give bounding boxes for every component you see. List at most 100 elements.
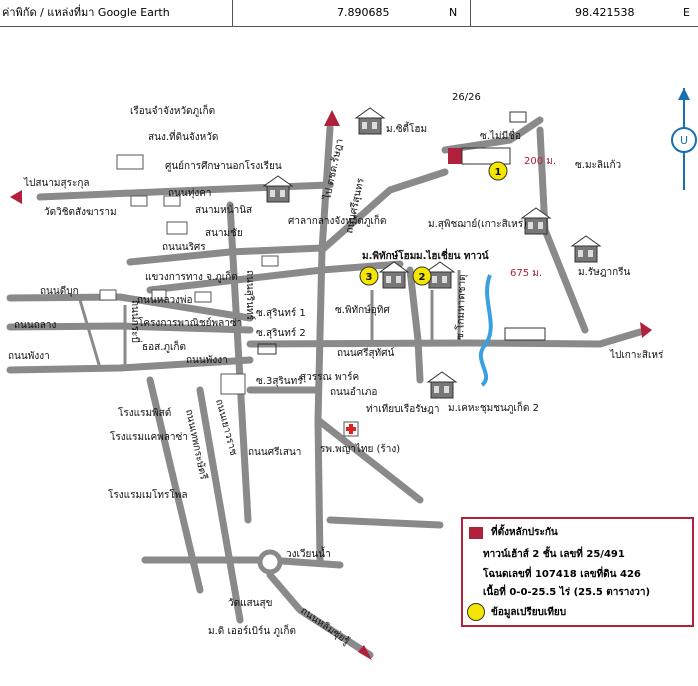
label-wat-saen: วัดแสนสุข [228,598,272,609]
comparable-markers: 1 2 3 [359,161,508,286]
label-s2626: 26/26 [452,92,481,103]
label-m-suphit: ม.สุพิชฌาย์(เกาะสิเหร่) [428,218,527,230]
lon-value: 98.421538 [575,6,635,19]
label-school: ศูนย์การศึกษานอกโรงเรียน [165,159,282,172]
label-rt-road: ถนนสุรินทร์ [244,270,256,321]
label-holi: ถนนหลิมซุ่ยรู้ [298,605,352,648]
arrows [10,110,652,660]
legend-title: ที่ตั้งหลักประกัน [491,527,558,538]
label-sonor: สนง.ที่ดินจังหวัด [148,129,218,143]
hospital-cross [343,421,359,437]
road-main-ns [314,124,334,564]
lat-direction: N [449,6,458,19]
road-khwaeng [146,260,404,294]
legend-compare-marker [467,603,485,621]
road-hosp [314,416,424,504]
label-phangnga2: ถนนพังงา [186,355,228,366]
label-hotel-thai: โรงแรมแคพลาซ่า [110,430,188,443]
label-pha-sena: ถนนศรีเสนา [248,446,301,458]
label-soi-surin2: ซ.สุรินทร์ 2 [256,327,306,339]
label-wong-wian: วงเวียนน้ำ [286,546,331,560]
road-holi [266,571,374,659]
label-soi-mali: ซ.มะลิแก้ว [575,159,621,171]
marker-3-number: 3 [366,272,373,283]
coordinate-header: ค่าพิกัด / แหล่งที่มา Google Earth 7.890… [0,0,698,27]
label-krung-thai: ถนนกระบี่ [129,300,143,343]
label-sanam-nanit: สนามหน้านิส [195,204,252,216]
label-m-runga: ม.รัษฎากรีน [578,266,630,278]
marker-2-number: 2 [419,272,426,283]
lon-cell: 98.421538 E [470,0,698,26]
road-to-right [406,266,422,344]
road-m-khe [414,336,424,384]
label-dibuk: ถนนดีบุก [40,285,79,297]
lat-value: 7.890685 [337,6,390,19]
legend-collateral-swatch [469,527,483,539]
label-wat-wichit: วัดวิชิตสังฆาราม [44,207,117,218]
label-thalang: ถนนถลาง [14,320,57,331]
legend-line3: เนื้อที่ 0-0-25.5 ไร่ (25.5 ตารางวา) [483,587,651,598]
legend-line1: ทาวน์เฮ้าส์ 2 ชั้น เลขที่ 25/491 [483,549,625,560]
label-hospital: รพ.พญาไทย (ร้าง) [320,443,400,455]
lat-cell: 7.890685 N [232,0,471,26]
road-narisorn [126,244,326,266]
legend-line2: โฉนดเลขที่ 107418 เลขที่ดิน 426 [483,569,641,580]
label-bkk-bank: ธอส.ภูเก็ต [142,339,186,353]
label-m-sisimo: ม.ซิตี้โฮม [386,121,427,135]
label-d200: 200 ม. [524,156,556,167]
road-luang-pho [226,201,252,524]
label-to-ko-sire: ไปเกาะสิเหร่ [609,349,664,361]
road-thalang-s [146,376,204,594]
label-soi-surin1: ซ.สุรินทร์ 1 [256,307,306,319]
label-thung-kha: ถนนทุ่งคา [168,188,212,199]
road-circle-w [141,556,344,569]
road-pha-sena [196,386,244,624]
small-roads [78,270,461,370]
roundabout [257,549,283,575]
label-soi-mai: ซ.ไม่มีชื่อ [480,128,521,142]
road-dibuk [6,293,254,322]
road-sri-suthat [246,328,644,348]
label-ban-amphoe: ถนนอำเภอ [330,387,377,398]
label-ruean-jam: เรือนจำจังหวัดภูเก็ต [130,103,215,117]
label-soi-surin3: ซ.3สุรินทร์ [256,375,303,387]
road-nuea [318,168,449,254]
label-luang-pho: ถนนหลวงพ่อ [137,295,193,306]
label-mae-luan: ถนนเยาวราช [213,398,239,457]
label-sri-suthat: ถนนศรีสุทัศน์ [337,347,394,359]
label-m-phik: ม.พิทักษ์โฮม [362,249,416,262]
label-hotel-phi: โรงแรมพิสต์ [118,406,171,419]
label-hotel-metro: โรงแรมเมโทรโพล [108,488,187,501]
label-m-ther: ม.ดิ เออร์เบิร์น ภูเก็ต [208,623,296,637]
road-map: U 1 2 3 เรือนจำจังหวัดภูเก็ต สนง.ที่ดินจ… [6,88,697,660]
road-lower [326,516,444,529]
lon-direction: E [683,6,690,19]
collateral-rows [257,111,546,355]
label-phangnga: ถนนพังงา [8,351,50,362]
compass-rose: U [671,88,697,190]
label-m-khe: ม.เคหะชุมชนภูเก็ต 2 [448,400,539,414]
label-sala-klang: ศาลากลางจังหวัดภูเก็ต [288,213,386,227]
label-park: สุวรรณ พาร์ค [300,371,359,383]
road-phangnga [6,356,254,374]
road-thalang [6,322,254,334]
road-right [441,116,544,154]
marker-1-number: 1 [495,167,502,178]
collateral-marker [448,148,462,164]
compass-letter: U [680,134,688,147]
legend-compare: ข้อมูลเปรียบเทียบ [491,607,567,618]
water [478,274,493,387]
label-d675: 675 ม. [510,268,542,279]
label-kanchana: ซ.โกมหาดชาตุ [453,274,468,340]
coord-source-label: ค่าพิกัด / แหล่งที่มา Google Earth [2,6,170,19]
buildings [99,154,279,395]
roads [6,116,644,659]
label-khwaeng: แขวงการทาง จ.ภูเก็ต [145,269,238,283]
label-thaeno: ท่าเทียบเรือรัษฎา [366,403,440,415]
label-phikthong: ซ.พิทักษ์อุทิศ [335,304,390,316]
label-sanam-chai: สนามชัย [205,228,243,239]
label-narisorn: ถนนนริศร [162,242,206,253]
legend-box: ที่ตั้งหลักประกัน ทาวน์เฮ้าส์ 2 ชั้น เลข… [461,517,694,627]
label-m-kaichian: ม.ไฮเชี่ยน ทาวน์ [416,248,489,262]
